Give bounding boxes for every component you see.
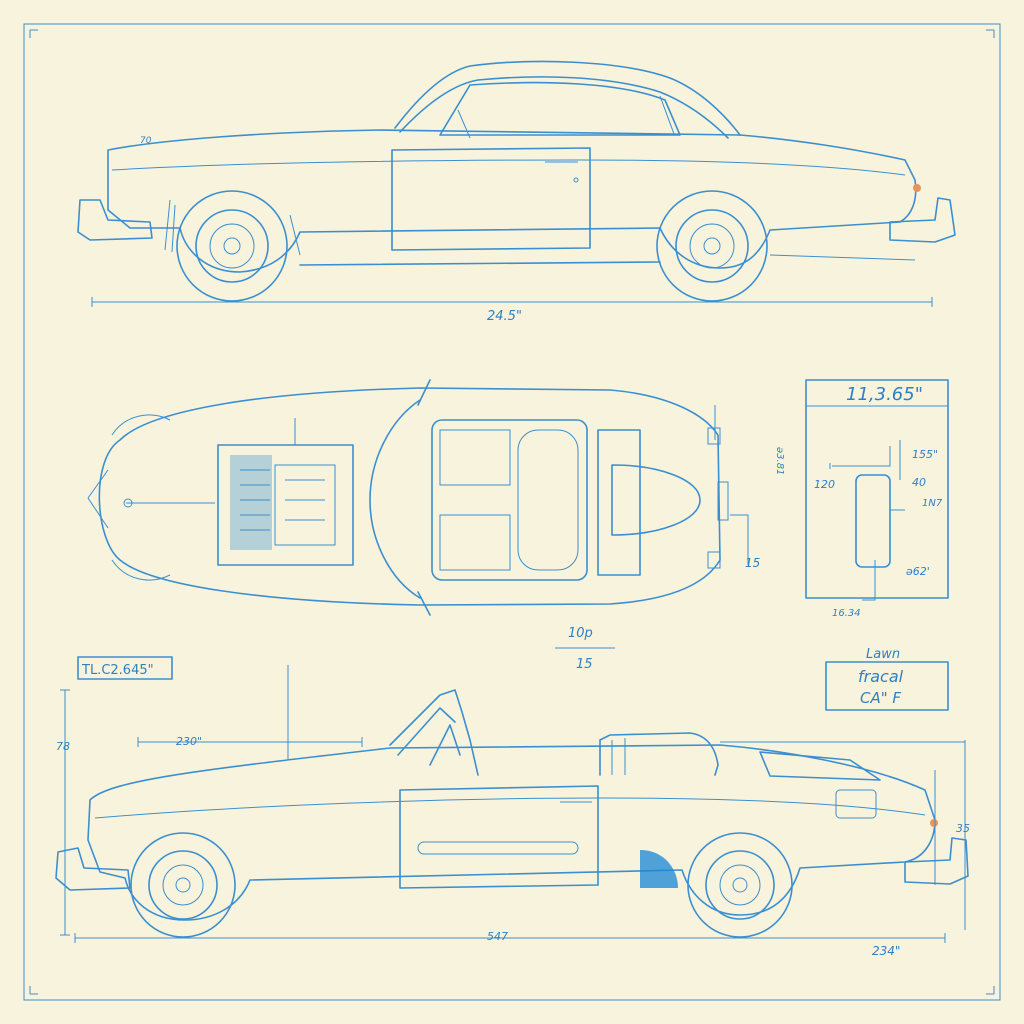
convertible-hood-label: 230" [176,735,202,748]
legend-line-3: CA" F [860,689,901,707]
convertible-front-wheel [130,832,236,938]
convertible-front-bumper [55,847,131,891]
convertible-rear-wheel [687,832,793,938]
top-rear-deck [597,429,641,576]
detail-dim-0: ǝ3.81 [774,447,785,475]
convertible-title-tag-text: TL.C2.645" [81,663,154,678]
convertible-body [87,744,936,921]
top-center-dim-top: 10p [568,626,593,641]
detail-dim-3: 40 [912,476,926,489]
coupe-length-dimension [91,297,933,307]
detail-dim-4: 1N7 [922,498,943,509]
convertible-height-label: 78 [56,740,70,753]
top-view: 15 10p 15 [87,379,760,672]
convertible-rear-bumper [904,837,969,885]
top-engine-bay [123,444,354,566]
convertible-door [399,785,599,889]
top-windshield [369,399,421,599]
coupe-door [391,147,591,251]
detail-box: 11,3.65" ǝ3.81 120 155" 40 1N7 ǝ62' 16.3… [774,379,949,619]
coupe-front-bumper [77,199,153,241]
coupe-body [107,129,917,273]
convertible-title-tag [77,656,173,680]
coupe-side-view: 24.5" 70 [77,60,956,324]
coupe-front-wheel [176,190,288,302]
convertible-side-view: TL.C2.645" 78 230" 547 234" 35 [55,656,970,958]
detail-dim-6: 16.34 [832,608,861,619]
corner-mark-tr [986,29,995,38]
convertible-length-dimension [74,933,946,943]
legend-line-2: fracal [858,667,904,686]
legend-line-1: Lawn [866,647,900,662]
top-body-outline [98,387,721,606]
coupe-rear-bumper [889,197,956,243]
coupe-rear-wheel [656,190,768,302]
coupe-roof [394,60,741,136]
detail-box-title: 11,3.65" [846,384,923,405]
corner-mark-bl [29,986,38,995]
convertible-rear-vent [640,850,678,888]
corner-mark-br [986,986,995,995]
top-center-dim-bottom: 15 [576,657,593,672]
convertible-windshield [389,689,479,776]
coupe-badge-label: 70 [140,136,152,146]
coupe-length-label: 24.5" [487,309,522,324]
convertible-rear-label: 234" [872,944,900,958]
top-callout-right: 15 [745,556,760,570]
coupe-window [439,81,681,136]
legend-box: Lawn fracal CA" F [825,647,949,711]
convertible-folded-top [599,732,719,776]
detail-dim-1: 120 [814,478,835,491]
convertible-height-dimension [60,689,70,936]
convertible-rear-height-label: 35 [956,822,970,835]
detail-dim-5: ǝ62' [906,565,930,578]
sheet-border [23,23,1001,1001]
convertible-length-label: 547 [487,930,508,943]
corner-mark-tl [29,29,38,38]
top-seats [431,419,588,581]
detail-part-outline [855,474,891,568]
detail-dim-2: 155" [912,448,938,461]
